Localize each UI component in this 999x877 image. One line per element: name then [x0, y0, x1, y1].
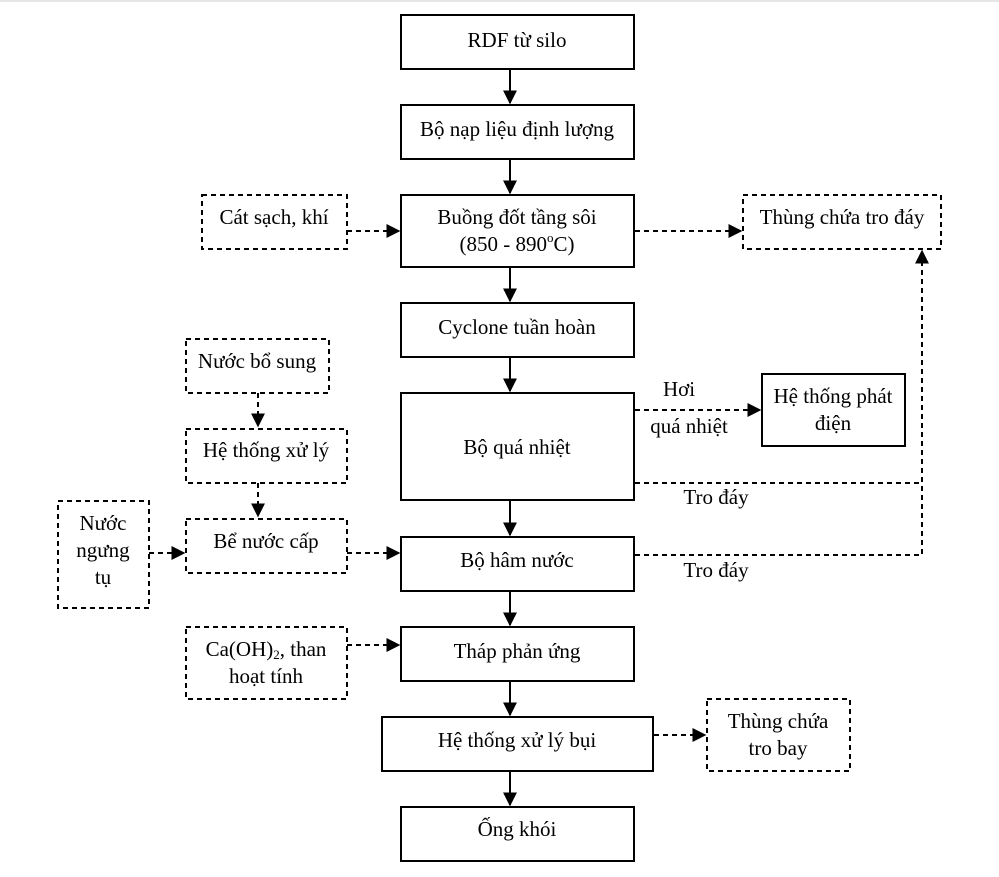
node-combustor: Buồng đốt tầng sôi (850 - 890oC): [400, 194, 635, 268]
node-reaction-tower-label: Tháp phản ứng: [454, 639, 581, 663]
node-combustor-label-line2: (850 - 890oC): [460, 230, 575, 256]
node-reaction-tower: Tháp phản ứng: [400, 626, 635, 682]
node-treatment-system: Hệ thống xử lý: [185, 428, 348, 484]
node-feedwater-tank-label: Bể nước cấp: [213, 529, 318, 553]
node-lime-carbon: Ca(OH)2, than hoạt tính: [185, 626, 348, 700]
node-bottom-ash-bin: Thùng chứa tro đáy: [742, 194, 942, 250]
node-dust-treatment-label: Hệ thống xử lý bụi: [438, 728, 597, 752]
node-feeder-label: Bộ nạp liệu định lượng: [420, 117, 614, 141]
node-condensate-label-line1: Nước: [80, 511, 127, 535]
edge-label-bottom-ash-1: Tro đáy: [683, 485, 749, 509]
node-power-system-label-line2: điện: [815, 411, 852, 435]
node-combustor-label-line1: Buồng đốt tầng sôi: [437, 205, 596, 229]
node-power-system-label-line1: Hệ thống phát: [774, 384, 893, 408]
node-cyclone-label: Cyclone tuần hoàn: [438, 315, 596, 339]
node-power-system: Hệ thống phát điện: [761, 373, 906, 447]
node-bottom-ash-bin-label: Thùng chứa tro đáy: [760, 205, 925, 229]
window-top-edge: [0, 0, 999, 2]
arrow-economizer-bottom-ash-return: [635, 249, 929, 556]
node-chimney: Ống khói: [400, 806, 635, 862]
auxiliary-flow-arrows: [149, 224, 929, 742]
edge-label-bottom-ash-2: Tro đáy: [683, 558, 749, 582]
node-condensate-label-line2: ngưng: [76, 538, 130, 562]
node-sand-air-label: Cát sạch, khí: [219, 205, 328, 229]
node-treatment-system-label: Hệ thống xử lý: [203, 438, 330, 462]
node-rdf-silo-label: RDF từ silo: [468, 28, 567, 52]
node-makeup-water-label: Nước bổ sung: [198, 349, 317, 373]
node-cyclone: Cyclone tuần hoàn: [400, 302, 635, 358]
node-rdf-silo: RDF từ silo: [400, 14, 635, 70]
edge-label-steam-line1: Hơi: [663, 377, 695, 401]
node-dust-treatment: Hệ thống xử lý bụi: [381, 716, 654, 772]
edge-label-steam-line2: quá nhiệt: [650, 414, 728, 438]
node-lime-carbon-label-line1: Ca(OH)2, than: [206, 637, 327, 662]
node-fly-ash-bin-label-line1: Thùng chứa: [728, 709, 829, 733]
node-superheater-label: Bộ quá nhiệt: [463, 435, 570, 459]
node-fly-ash-bin: Thùng chứa tro bay: [706, 698, 851, 772]
node-makeup-water: Nước bổ sung: [185, 338, 330, 394]
node-economizer-label: Bộ hâm nước: [460, 548, 573, 572]
node-lime-carbon-label-line2: hoạt tính: [229, 664, 304, 688]
node-condensate: Nước ngưng tụ: [57, 500, 150, 609]
node-fly-ash-bin-label-line2: tro bay: [749, 736, 808, 760]
node-economizer: Bộ hâm nước: [400, 536, 635, 592]
node-chimney-label: Ống khói: [478, 817, 557, 841]
node-superheater: Bộ quá nhiệt: [400, 392, 635, 501]
node-condensate-label-line3: tụ: [95, 565, 112, 589]
node-sand-air: Cát sạch, khí: [201, 194, 348, 250]
node-feedwater-tank: Bể nước cấp: [185, 518, 348, 574]
node-feeder: Bộ nạp liệu định lượng: [400, 104, 635, 160]
